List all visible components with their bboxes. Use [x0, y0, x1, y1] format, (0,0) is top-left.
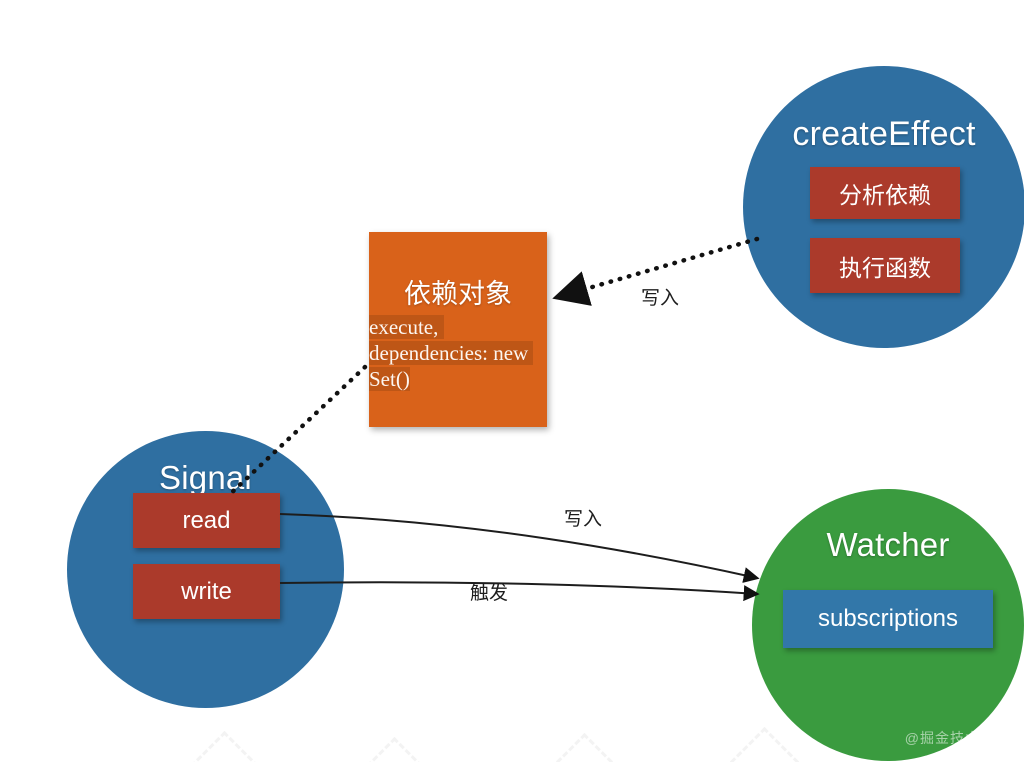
decorative-chevron — [359, 736, 430, 762]
signal-item-read-label: read — [182, 506, 231, 534]
create-effect-item-execute-label: 执行函数 — [839, 254, 931, 281]
decorative-chevron — [729, 726, 800, 762]
signal-item-write-label: write — [181, 577, 232, 605]
signal-item-write[interactable]: write — [133, 564, 280, 619]
decorative-chevron — [189, 730, 260, 762]
node-create-effect[interactable]: createEffect — [743, 66, 1024, 348]
node-dependency-object[interactable]: 依赖对象 execute, dependencies: new Set() — [369, 232, 547, 427]
decorative-chevron — [549, 732, 620, 762]
watcher-item-subscriptions-label: subscriptions — [817, 605, 959, 632]
watermark: @掘金技术社区 — [904, 730, 1010, 746]
watcher-title: Watcher — [826, 526, 950, 563]
edge-write-to-watcher — [279, 581, 760, 602]
signal-title: Signal — [159, 459, 252, 496]
edge-read-to-watcher — [279, 513, 760, 583]
signal-item-read[interactable]: read — [133, 493, 280, 548]
create-effect-item-analyze-label: 分析依赖 — [839, 182, 931, 208]
create-effect-title: createEffect — [792, 115, 976, 153]
dependency-object-code-text: execute, dependencies: new Set() — [369, 315, 534, 391]
create-effect-item-execute[interactable]: 执行函数 — [810, 238, 960, 293]
watcher-item-subscriptions[interactable]: subscriptions — [783, 590, 993, 648]
dependency-object-title: 依赖对象 — [404, 279, 512, 309]
edge-label-effect-to-dependency: 写入 — [641, 288, 680, 309]
dependency-object-code: execute, dependencies: new Set() — [369, 314, 551, 392]
create-effect-item-analyze[interactable]: 分析依赖 — [810, 167, 960, 219]
edge-label-read-to-watcher: 写入 — [564, 509, 603, 530]
edge-label-write-to-watcher: 触发 — [470, 583, 509, 604]
